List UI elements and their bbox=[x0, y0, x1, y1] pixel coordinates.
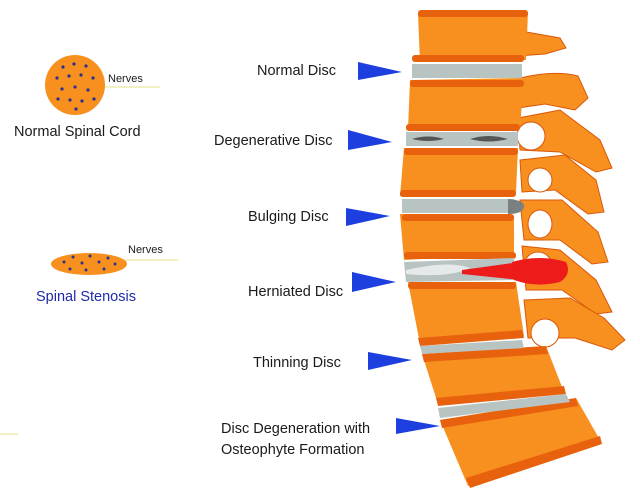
label-normal-disc: Normal Disc bbox=[257, 63, 336, 79]
pointer-arrows bbox=[346, 62, 440, 434]
arrow-normal-disc bbox=[358, 62, 402, 80]
vertebral-endplates bbox=[400, 10, 602, 488]
normal-nerves-label: Nerves bbox=[108, 73, 143, 85]
arrow-thinning-disc bbox=[368, 352, 412, 370]
label-osteophyte-line2: Osteophyte Formation bbox=[221, 442, 365, 458]
vertebral-bodies bbox=[400, 12, 600, 486]
arrow-herniated-disc bbox=[352, 272, 396, 292]
label-herniated-disc: Herniated Disc bbox=[248, 284, 344, 300]
disc-normal bbox=[412, 64, 522, 78]
spinal-stenosis-illustration bbox=[51, 253, 178, 275]
disc-herniated bbox=[404, 258, 568, 285]
disc-bulging bbox=[402, 199, 524, 214]
normal-spinal-cord-illustration bbox=[45, 55, 160, 115]
disc-thinning bbox=[420, 340, 524, 354]
arrow-osteophyte-disc bbox=[396, 418, 440, 434]
spinal-stenosis-label: Spinal Stenosis bbox=[36, 289, 136, 305]
label-osteophyte-line1: Disc Degeneration with bbox=[221, 421, 371, 437]
disc-degenerative bbox=[406, 132, 518, 146]
arrow-bulging-disc bbox=[346, 208, 390, 226]
label-bulging-disc: Bulging Disc bbox=[248, 209, 329, 225]
disc-osteophyte bbox=[438, 394, 570, 418]
normal-spinal-cord-label: Normal Spinal Cord bbox=[14, 124, 141, 140]
stenosis-nerves-label: Nerves bbox=[128, 244, 163, 256]
spinous-processes bbox=[514, 29, 626, 351]
label-thinning-disc: Thinning Disc bbox=[253, 355, 341, 371]
label-degenerative-disc: Degenerative Disc bbox=[214, 133, 333, 149]
arrow-degenerative-disc bbox=[348, 130, 392, 150]
